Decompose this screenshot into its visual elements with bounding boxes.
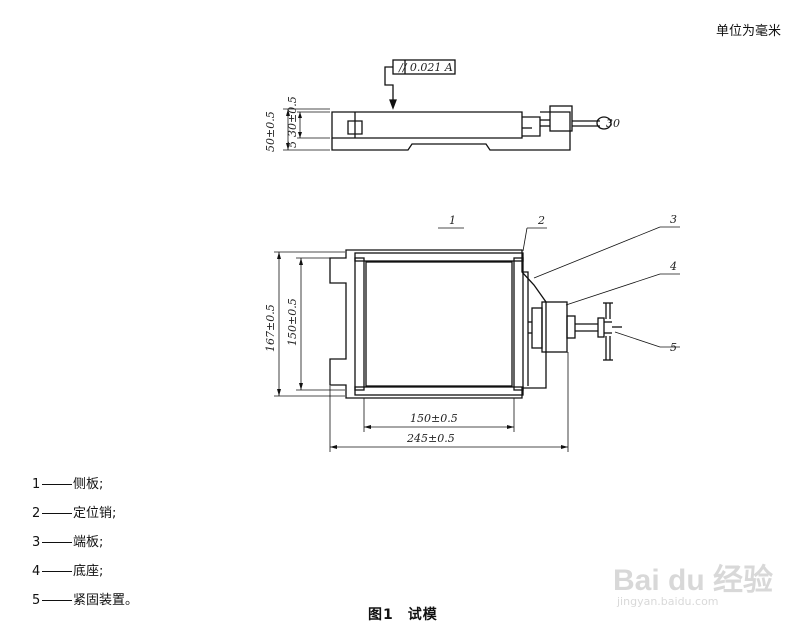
watermark-logo: Bai du 经验 [613,564,774,597]
legend-text: 端板; [73,535,104,550]
legend-dash [42,600,72,601]
watermark-url: jingyan.baidu.com [617,595,719,608]
legend-item: 3 端板; [32,528,138,557]
legend-item: 2 定位销; [32,499,138,528]
legend-number: 5 [32,593,41,608]
parts-legend: 1 侧板; 2 定位销; 3 端板; 4 底座; 5 紧固装置。 [32,470,138,615]
callout-1: 1 [449,214,456,227]
figure-caption: 图1 试模 [368,604,452,624]
legend-text: 底座; [73,564,104,579]
unit-note: 单位为毫米 [716,24,782,39]
legend-number: 1 [32,477,41,492]
dim-height-30: 30±0.5 [286,96,299,137]
legend-text: 定位销; [73,506,117,521]
legend-text: 紧固装置。 [73,593,139,608]
callout-4: 4 [669,260,677,273]
dim-inner-150: 150±0.5 [410,412,458,425]
legend-dash [42,484,72,485]
top-view [274,226,680,452]
legend-item: 4 底座; [32,557,138,586]
dim-height-50: 50±0.5 [264,111,277,152]
legend-number: 4 [32,564,41,579]
callout-3: 3 [670,213,677,226]
legend-item: 5 紧固装置。 [32,586,138,615]
figure-number: 图1 [368,607,394,623]
callout-5: 5 [670,341,677,354]
legend-item: 1 侧板; [32,470,138,499]
dim-overall-245: 245±0.5 [406,432,455,445]
watermark: Bai du 经验 jingyan.baidu.com [613,555,793,615]
figure-title: 试模 [407,607,438,623]
legend-dash [42,513,72,514]
legend-dash [42,542,72,543]
dim-width-150: 150±0.5 [286,298,299,346]
dim-width-167: 167±0.5 [264,304,277,352]
legend-number: 3 [32,535,41,550]
legend-number: 2 [32,506,41,521]
dim-height-5: 5 [286,141,299,148]
legend-dash [42,571,72,572]
tolerance-text: // 0.021 A [398,61,453,74]
dim-knob-30: 30 [606,117,620,130]
callout-2: 2 [537,214,545,227]
legend-text: 侧板; [73,477,104,492]
